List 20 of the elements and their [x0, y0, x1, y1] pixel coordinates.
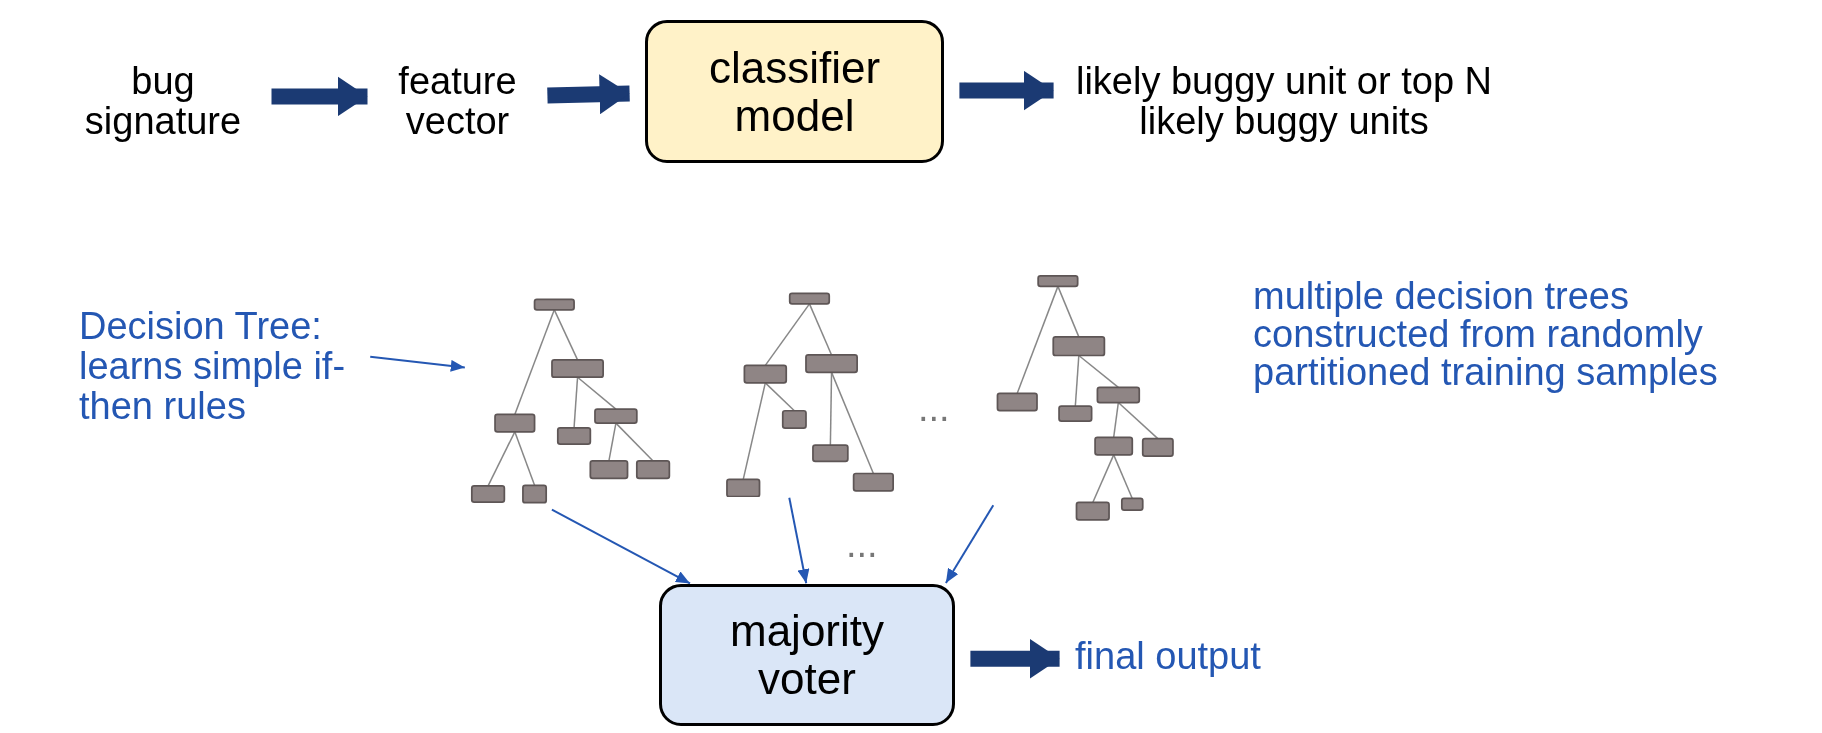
node-text: bug signature	[70, 52, 256, 150]
node-text: likely buggy unit or top N likely buggy units	[1069, 52, 1499, 150]
leader-line	[369, 355, 466, 372]
node-text: Decision Tree: learns simple if-then rules	[79, 263, 369, 468]
ellipsis: ...	[846, 525, 879, 563]
node-text: feature vector	[383, 52, 532, 150]
arrow	[944, 504, 995, 584]
box-text: majority voter	[729, 607, 885, 703]
arrow	[959, 70, 1054, 111]
process-box	[659, 584, 955, 726]
arrow	[550, 508, 691, 585]
annotation-text: multiple decision trees constructed from randomly partitioned training samples	[1253, 277, 1718, 391]
arrow	[788, 496, 810, 585]
node-text: final output	[1075, 627, 1307, 685]
ellipsis: ...	[918, 389, 951, 427]
arrow	[970, 638, 1060, 679]
arrow	[547, 74, 630, 115]
arrow	[271, 76, 368, 117]
process-box	[645, 20, 944, 163]
box-text: classifier model	[707, 43, 882, 140]
